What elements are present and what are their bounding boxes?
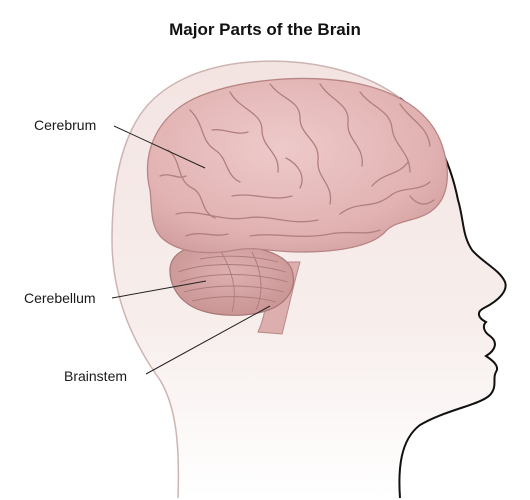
label-brainstem: Brainstem — [64, 368, 128, 384]
diagram-title: Major Parts of the Brain — [169, 20, 361, 39]
brainstem-leader-line — [145, 305, 271, 375]
label-cerebellum: Cerebellum — [24, 290, 96, 306]
cerebellum-folds — [177, 249, 289, 313]
head-outline — [398, 97, 507, 499]
cerebrum-shape — [146, 77, 448, 254]
cerebellum-leader-line — [111, 280, 207, 299]
head-back-outline — [111, 60, 401, 499]
cerebrum-leader-line — [113, 125, 206, 169]
cerebrum-gyri — [159, 83, 435, 237]
label-cerebrum: Cerebrum — [34, 117, 97, 133]
